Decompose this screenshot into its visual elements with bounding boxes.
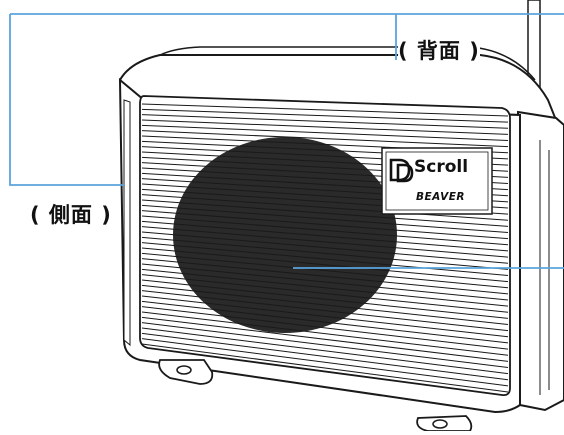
grille-slat [141,130,509,148]
grille-slat [141,316,509,362]
leader-line-outline [9,14,124,186]
leader-lines [9,13,564,269]
grille-slat [141,247,509,283]
grille-slat [141,119,509,135]
grille-slat [141,231,509,264]
grille-slat [141,322,509,368]
grille-slat [141,284,509,326]
grille-slat [141,306,509,350]
grille-slat [141,252,509,289]
grille-slat [141,258,509,295]
grille-slat [141,204,509,234]
brand-name: Scroll [414,157,469,177]
brand-subname: BEAVER [416,191,465,203]
grille-slat [141,226,509,258]
unit-foot-left [158,359,214,385]
unit-foot-right [416,415,473,432]
grille-slat [141,242,509,276]
grille-slat [141,210,509,240]
grille-slat [141,290,509,332]
label-back: ( 背面 ) [398,39,480,63]
grille-slat [141,108,509,123]
grille-slat [141,338,509,387]
grille-slat [141,220,509,252]
grille-slat [141,268,509,307]
grille-slat [141,274,509,313]
grille-slat [141,343,509,393]
grille-slat [141,300,509,344]
grille-slat [141,327,509,375]
grille-slat [141,295,509,338]
grille-slat [141,124,509,142]
grille-slat [141,199,509,227]
grille-slat [141,103,509,117]
grille-slat [141,311,509,356]
grille-slat [141,279,509,319]
grille-slat [141,236,509,270]
label-side: ( 側面 ) [30,203,112,227]
d-logo-icon [389,158,414,183]
grille-slat [141,114,509,129]
unit-right-side [516,110,564,412]
grille-slat [141,215,509,246]
grille-slat [141,332,509,381]
grille-slat [141,263,509,301]
grille-slat [141,194,509,221]
